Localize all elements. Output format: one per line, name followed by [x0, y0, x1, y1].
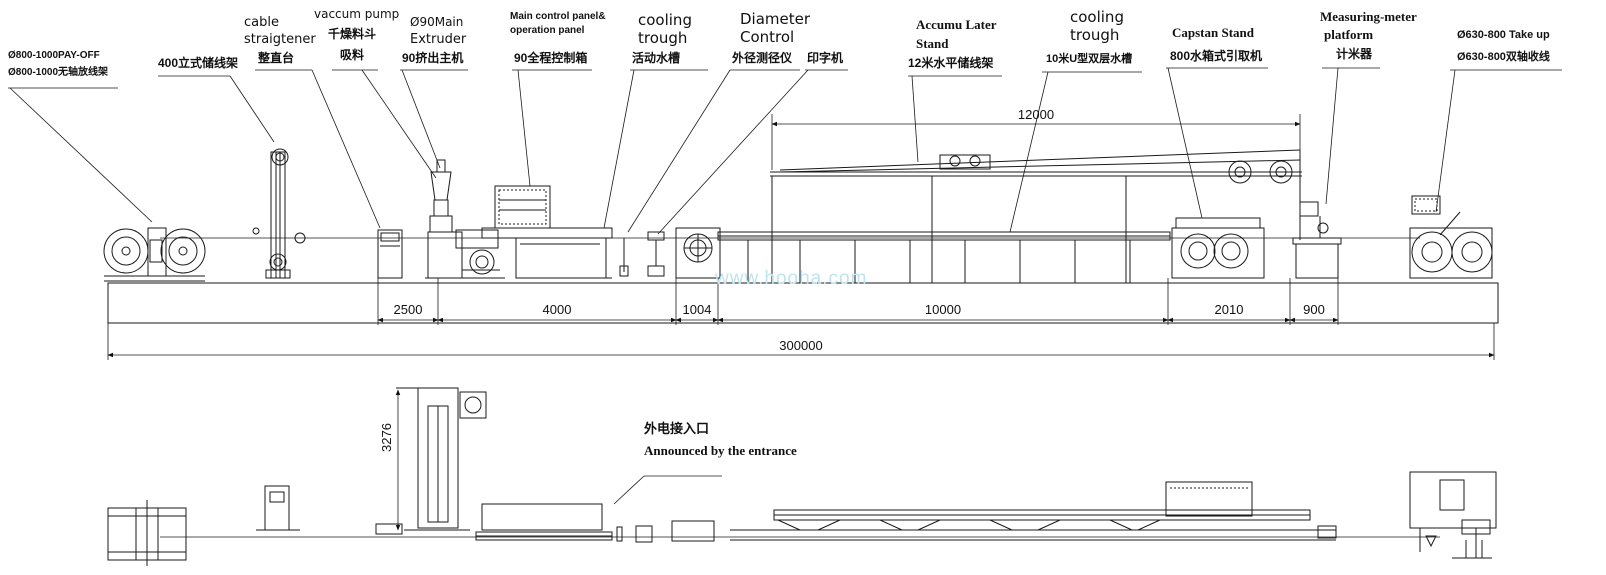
- plan-takeup: [1410, 472, 1496, 558]
- capstan-label-en: Capstan Stand: [1172, 25, 1255, 40]
- printer-stand: [620, 232, 664, 276]
- cooling-trough-1: [482, 228, 612, 278]
- cooling1-label-en-1: cooling: [638, 11, 692, 29]
- accumulator-label-en-2: Stand: [916, 36, 949, 51]
- vacuum-label-en: vaccum pump: [314, 7, 400, 21]
- straightener-label-en-2: straigtener: [244, 32, 316, 47]
- dim-1004: 1004: [682, 302, 712, 317]
- takeup-unit: [1410, 196, 1492, 278]
- plan-gauges: [617, 521, 714, 542]
- straightener-cabinet: [378, 230, 402, 278]
- takeup-label-en: Ø630-800 Take up: [1457, 29, 1550, 41]
- control-label-en-1: Main control panel&: [510, 11, 606, 22]
- extruder-label-en-2: Extruder: [410, 32, 467, 47]
- plan-storage: [256, 486, 300, 530]
- diameter-label-cn: 外径测径仪: [732, 51, 793, 65]
- plan-extruder: [376, 388, 486, 534]
- dim-height: 3276: [379, 423, 394, 452]
- diameter-label-en-1: Diameter: [740, 10, 811, 28]
- vacuum-label-cn-2: 吸料: [340, 48, 365, 62]
- control-label-en-2: operation panel: [510, 25, 585, 36]
- control-label-cn: 90全程控制箱: [514, 51, 588, 65]
- straightener-label-cn: 整直台: [258, 51, 295, 65]
- takeup-label-cn: Ø630-800双轴收线: [1457, 51, 1550, 63]
- dim-2010: 2010: [1214, 302, 1244, 317]
- diameter-gauge: [676, 228, 720, 278]
- meter-platform: [1293, 202, 1341, 278]
- cooling2-label-en-1: cooling: [1070, 8, 1124, 26]
- control-cabinet: [495, 186, 550, 228]
- accumulator-label-cn: 12米水平储线架: [908, 56, 994, 70]
- extruder-unit: [425, 160, 505, 278]
- payoff-label-en: Ø800-1000PAY-OFF: [8, 50, 100, 61]
- printer-label-cn: 印字机: [807, 51, 844, 65]
- meter-label-cn: 计米器: [1336, 47, 1373, 61]
- accumulator-stand: [770, 150, 1302, 283]
- dim-900: 900: [1303, 302, 1325, 317]
- dim-4000: 4000: [542, 302, 572, 317]
- storage-tower: [253, 149, 305, 278]
- watermark: www.hooha.com: [715, 268, 868, 289]
- plan-payoff: [108, 500, 186, 566]
- cooling2-label-cn: 10米U型双层水槽: [1046, 53, 1133, 65]
- extruder-label-cn: 90挤出主机: [402, 51, 464, 65]
- meter-label-en-1: Measuring-meter: [1320, 9, 1417, 24]
- cooling2-label-en-2: trough: [1070, 26, 1120, 44]
- power-entrance-cn: 外电接入口: [644, 421, 710, 436]
- power-entrance-en: Announced by the entrance: [644, 443, 797, 458]
- accumulator-label-en-1: Accumu Later: [916, 17, 997, 32]
- dim-2500: 2500: [393, 302, 423, 317]
- straightener-label-en-1: cable: [244, 15, 279, 30]
- capstan-unit: [1172, 218, 1264, 278]
- payoff-label-cn: Ø800-1000无轴放线架: [8, 67, 109, 78]
- plan-control-trough: [476, 476, 722, 540]
- plan-accumulator: [730, 482, 1336, 540]
- dim-10000: 10000: [924, 302, 962, 317]
- leader-lines: [8, 68, 1562, 234]
- vacuum-label-cn-1: 千燥料斗: [328, 27, 377, 41]
- dimension-lines: [107, 114, 1495, 360]
- cooling1-label-en-2: trough: [638, 29, 688, 47]
- cooling-trough-2: [718, 232, 1170, 283]
- payoff-stand: [104, 228, 205, 281]
- diameter-label-en-2: Control: [740, 28, 795, 46]
- cooling1-label-cn: 活动水槽: [632, 51, 681, 65]
- capstan-label-cn: 800水箱式引取机: [1170, 49, 1263, 63]
- storage-label: 400立式储线架: [158, 56, 239, 70]
- extruder-label-en-1: Ø90Main: [410, 15, 464, 29]
- dim-total: 300000: [779, 338, 823, 353]
- dim-accumulator-length: 12000: [1017, 107, 1055, 122]
- meter-label-en-2: platform: [1324, 27, 1374, 42]
